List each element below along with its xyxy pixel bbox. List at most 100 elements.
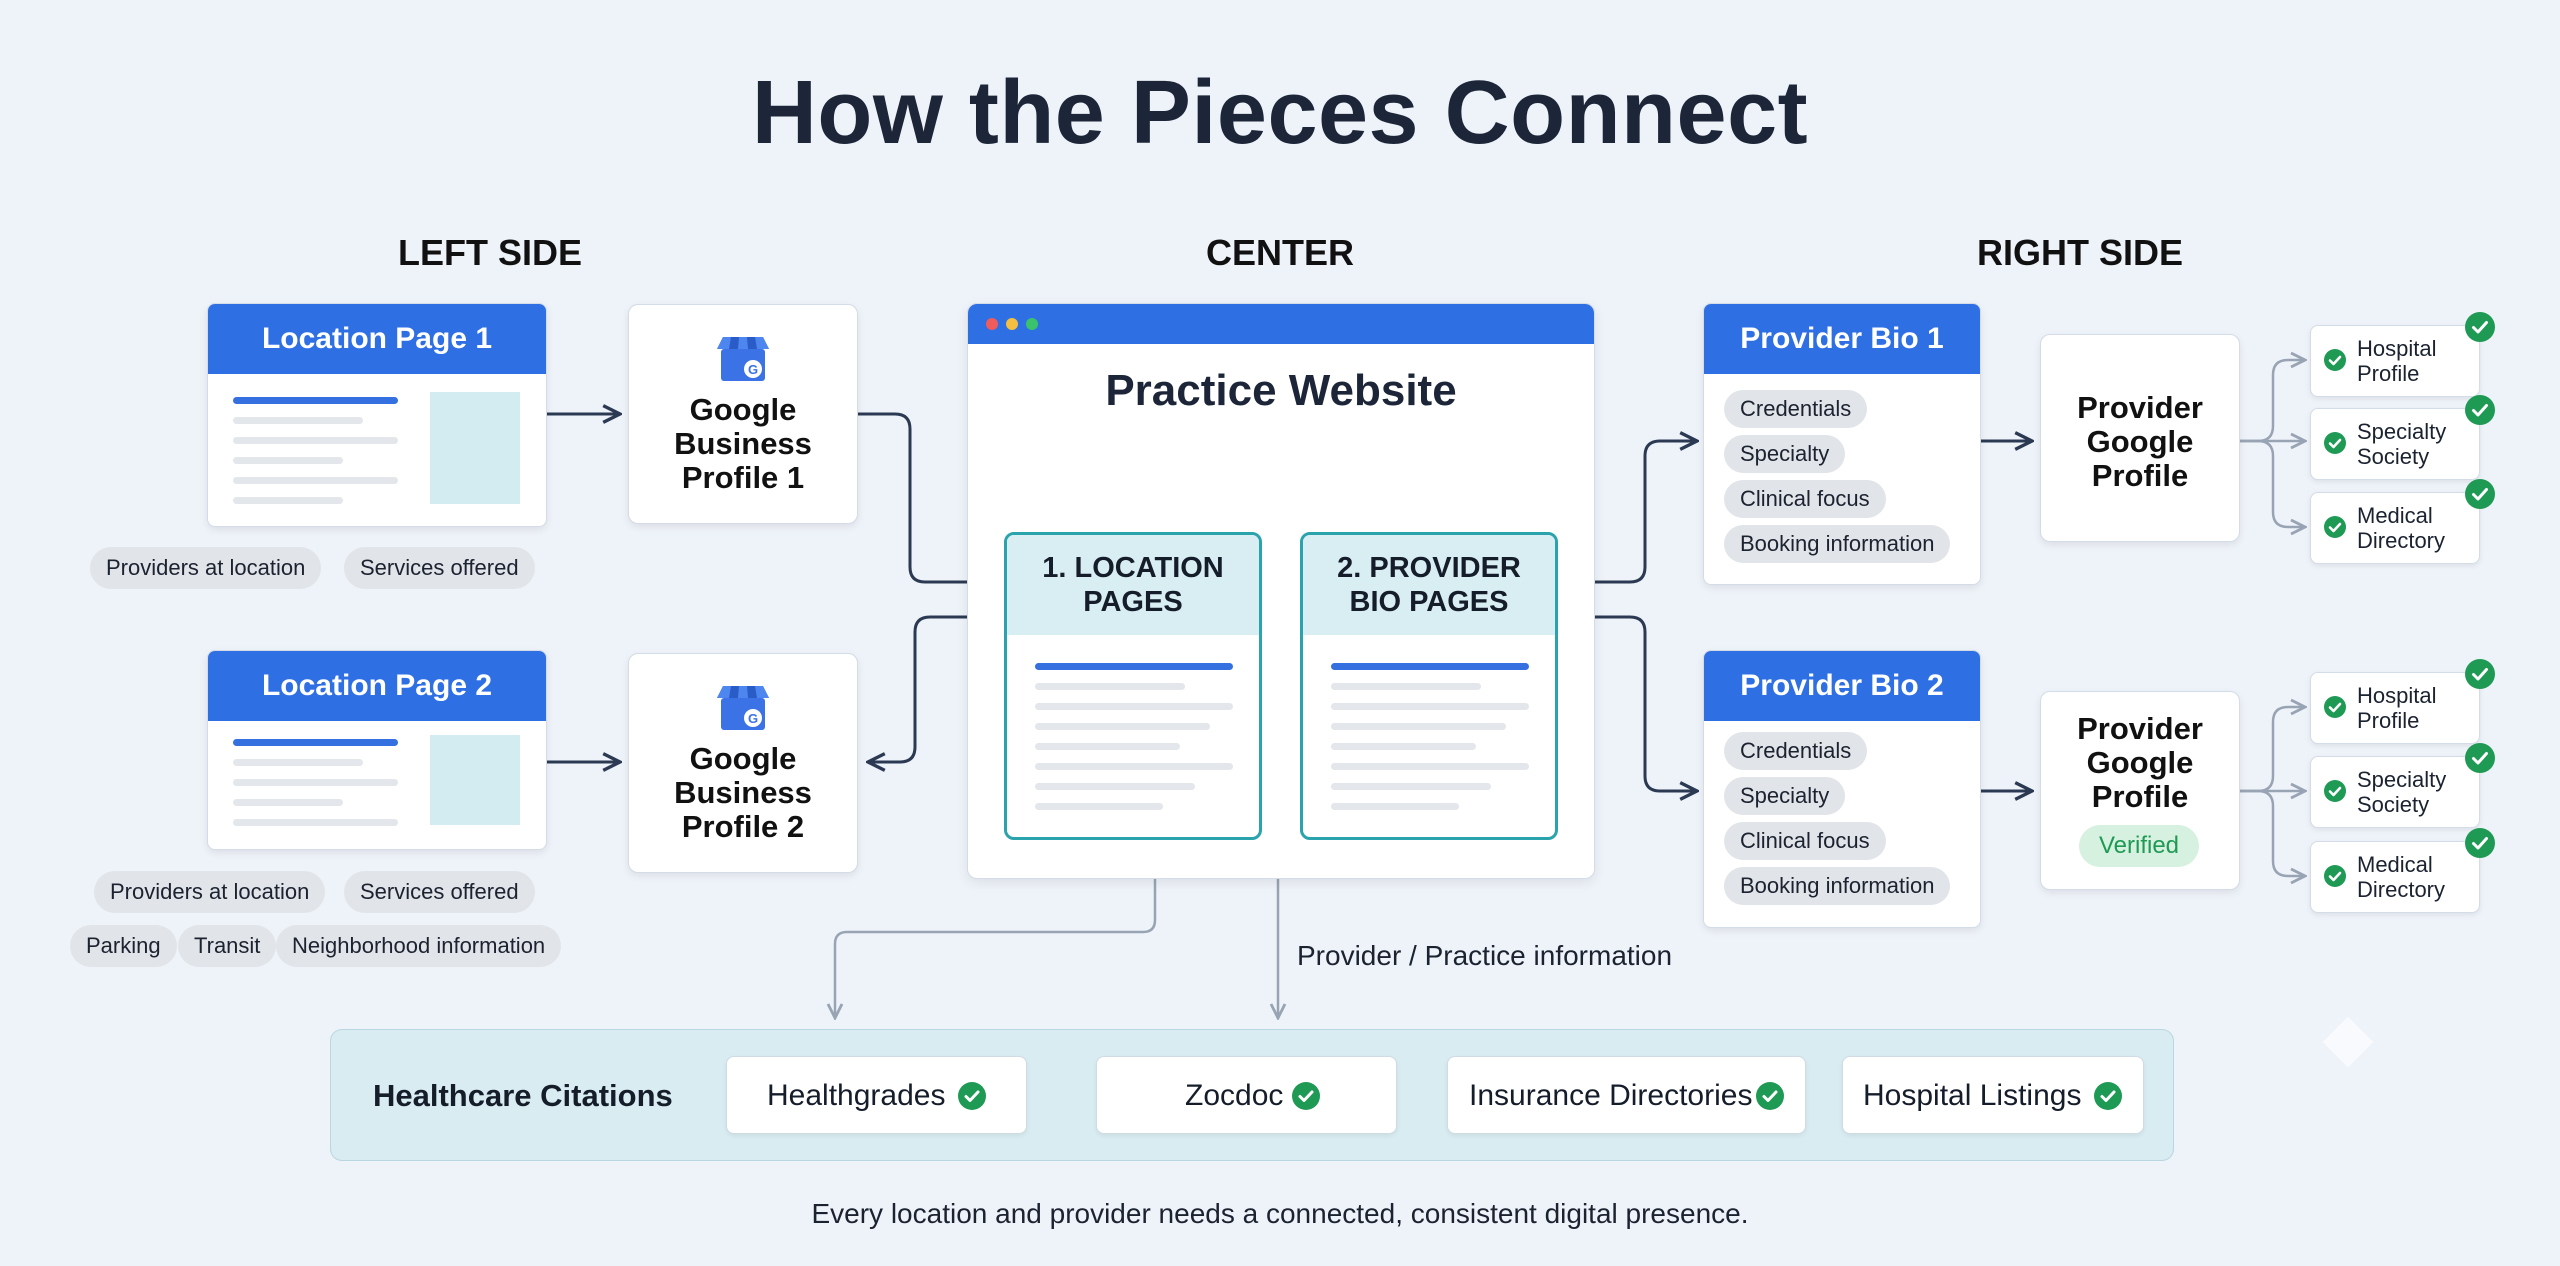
citation-hospital-listings: Hospital Listings: [1842, 1056, 2144, 1134]
provider-bio-title: Provider Bio 2: [1704, 651, 1980, 721]
gbp-line: Business: [674, 775, 812, 810]
gbp-line: Business: [674, 426, 812, 461]
check-icon: [2324, 865, 2346, 887]
check-icon: [1756, 1082, 1784, 1110]
verified-badge: Verified: [2079, 825, 2199, 867]
location-page-title: Location Page 1: [208, 304, 546, 374]
healthcare-citations-label: Healthcare Citations: [373, 1078, 673, 1113]
left-side-heading: LEFT SIDE: [397, 232, 582, 273]
check-badge-icon: [2465, 479, 2495, 509]
provider-google-profile-card: Provider Google Profile Verified: [2040, 691, 2240, 890]
browser-minimize-dot: [1006, 318, 1018, 330]
browser-close-dot: [986, 318, 998, 330]
check-badge-icon: [2465, 828, 2495, 858]
profile-line: Profile: [2091, 458, 2189, 493]
check-badge-icon: [2465, 312, 2495, 342]
provider-bio-card: Provider Bio 2 Credentials Specialty Cli…: [1703, 650, 1981, 928]
browser-maximize-dot: [1026, 318, 1038, 330]
check-icon: [2324, 432, 2346, 454]
citation-healthgrades: Healthgrades: [726, 1056, 1027, 1134]
chip: Providers at location: [90, 547, 322, 589]
healthcare-citations-panel: Healthcare Citations Healthgrades Zocdoc…: [330, 1029, 2174, 1161]
chip: Services offered: [344, 871, 535, 913]
check-badge-icon: [2465, 743, 2495, 773]
gbp-line: Profile 2: [681, 809, 805, 844]
right-side-heading: RIGHT SIDE: [1976, 232, 2183, 273]
chip: Credentials: [1724, 390, 1868, 428]
citation-zocdoc: Zocdoc: [1096, 1056, 1397, 1134]
chip: Transit: [178, 925, 277, 967]
chip: Credentials: [1724, 732, 1868, 770]
chip: Specialty: [1724, 435, 1846, 473]
chip: Services offered: [344, 547, 535, 589]
profile-line: Provider: [2077, 711, 2203, 746]
chip: Clinical focus: [1724, 822, 1886, 860]
check-badge-icon: [2465, 659, 2495, 689]
chip: Specialty: [1724, 777, 1846, 815]
page-title: How the Pieces Connect: [751, 63, 1809, 163]
chip: Booking information: [1724, 525, 1951, 563]
check-icon: [2324, 696, 2346, 718]
check-icon: [2324, 349, 2346, 371]
provider-bio-title: Provider Bio 1: [1704, 304, 1980, 374]
citation-insurance-directories: Insurance Directories: [1447, 1056, 1806, 1134]
location-page-card: Location Page 2: [207, 650, 547, 850]
browser-bar: [968, 304, 1594, 344]
chip: Booking information: [1724, 867, 1951, 905]
location-thumbnail: [430, 392, 520, 504]
svg-text:G: G: [748, 711, 758, 726]
check-icon: [2324, 516, 2346, 538]
google-business-profile-card: G Google Business Profile 2: [628, 653, 858, 873]
provider-bio-card: Provider Bio 1 Credentials Specialty Cli…: [1703, 303, 1981, 585]
profile-line: Google: [2086, 424, 2194, 459]
profile-line: Profile: [2091, 779, 2189, 814]
google-business-store-icon: G: [717, 686, 769, 730]
provider-google-profile-card: Provider Google Profile: [2040, 334, 2240, 542]
citation-label: Hospital Listings: [1863, 1079, 2082, 1112]
location-page-title: Location Page 2: [208, 651, 546, 721]
center-heading: CENTER: [1205, 232, 1354, 273]
gbp-line: Profile 1: [681, 460, 805, 495]
gbp-line: Google: [689, 741, 797, 776]
location-page-card: Location Page 1: [207, 303, 547, 527]
citation-label: Insurance Directories: [1469, 1079, 1753, 1112]
location-thumbnail: [430, 735, 520, 825]
check-icon: [958, 1082, 986, 1110]
chip: Providers at location: [94, 871, 326, 913]
check-badge-icon: [2465, 395, 2495, 425]
citation-label: Healthgrades: [767, 1079, 946, 1112]
practice-website-title: Practice Website: [1105, 366, 1457, 415]
check-icon: [2094, 1082, 2122, 1110]
profile-line: Provider: [2077, 390, 2203, 425]
provider-practice-info-label: Provider / Practice information: [1297, 940, 1673, 971]
chip: Clinical focus: [1724, 480, 1886, 518]
citation-label: Zocdoc: [1185, 1079, 1284, 1112]
gbp-line: Google: [689, 392, 797, 427]
footer-caption: Every location and provider needs a conn…: [811, 1198, 1749, 1229]
check-icon: [2324, 780, 2346, 802]
check-icon: [1292, 1082, 1320, 1110]
chip: Parking: [70, 925, 177, 967]
chip: Neighborhood information: [276, 925, 562, 967]
svg-text:G: G: [748, 362, 758, 377]
google-business-profile-card: G Google Business Profile 1: [628, 304, 858, 524]
google-business-store-icon: G: [717, 337, 769, 381]
profile-line: Google: [2086, 745, 2194, 780]
